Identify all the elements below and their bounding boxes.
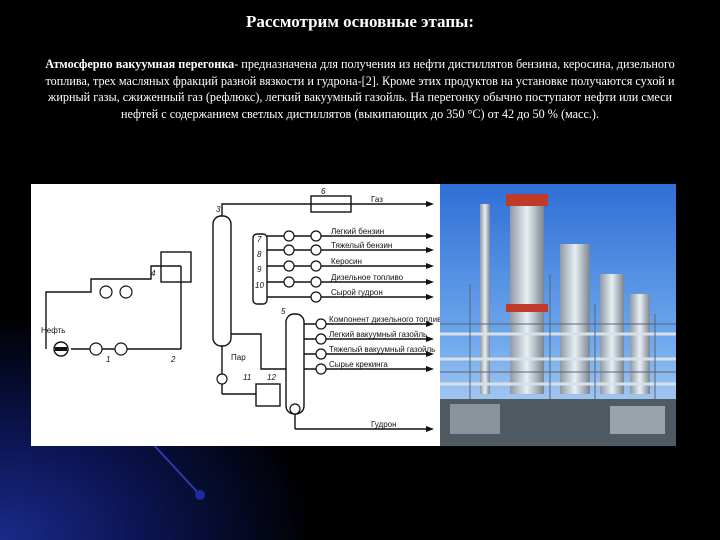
output-label-8: Тяжелый вакуумный газойль xyxy=(329,345,435,354)
number-2: 2 xyxy=(170,355,176,364)
refinery-photo xyxy=(440,184,676,446)
output-label-7: Легкий вакуумный газойль xyxy=(329,330,427,339)
number-12: 12 xyxy=(267,373,276,382)
term-label: Атмосферно вакуумная перегонка xyxy=(45,57,234,71)
output-label-0: Газ xyxy=(371,195,383,204)
number-9: 9 xyxy=(257,265,262,274)
number-6: 6 xyxy=(321,187,326,196)
output-label-2: Тяжелый бензин xyxy=(331,241,392,250)
flow-scheme: Нефть Газ Легкий бензин Тяжелый бензин К… xyxy=(31,184,440,446)
description-paragraph: Атмосферно вакуумная перегонка- предназн… xyxy=(30,56,690,122)
number-4: 4 xyxy=(151,269,156,278)
output-label-10: Гудрон xyxy=(371,420,397,429)
number-5: 5 xyxy=(281,307,286,316)
slide-title: Рассмотрим основные этапы: xyxy=(0,12,720,32)
feed-label: Нефть xyxy=(41,326,65,335)
output-label-9: Сырье крекинга xyxy=(329,360,388,369)
steam-label: Пар xyxy=(231,353,246,362)
number-1: 1 xyxy=(106,355,110,364)
output-label-5: Сырой гудрон xyxy=(331,288,383,297)
number-11: 11 xyxy=(243,373,251,382)
number-10: 10 xyxy=(255,281,264,290)
number-7: 7 xyxy=(257,235,262,244)
number-8: 8 xyxy=(257,250,262,259)
output-label-3: Керосин xyxy=(331,257,362,266)
refinery-illustration xyxy=(440,184,676,446)
number-3: 3 xyxy=(216,205,221,214)
output-label-1: Легкий бензин xyxy=(331,227,384,236)
output-label-6: Компонент дизельного топлива xyxy=(329,315,440,324)
output-label-4: Дизельное топливо xyxy=(331,273,404,282)
process-flow-diagram: Нефть Газ Легкий бензин Тяжелый бензин К… xyxy=(31,184,440,446)
